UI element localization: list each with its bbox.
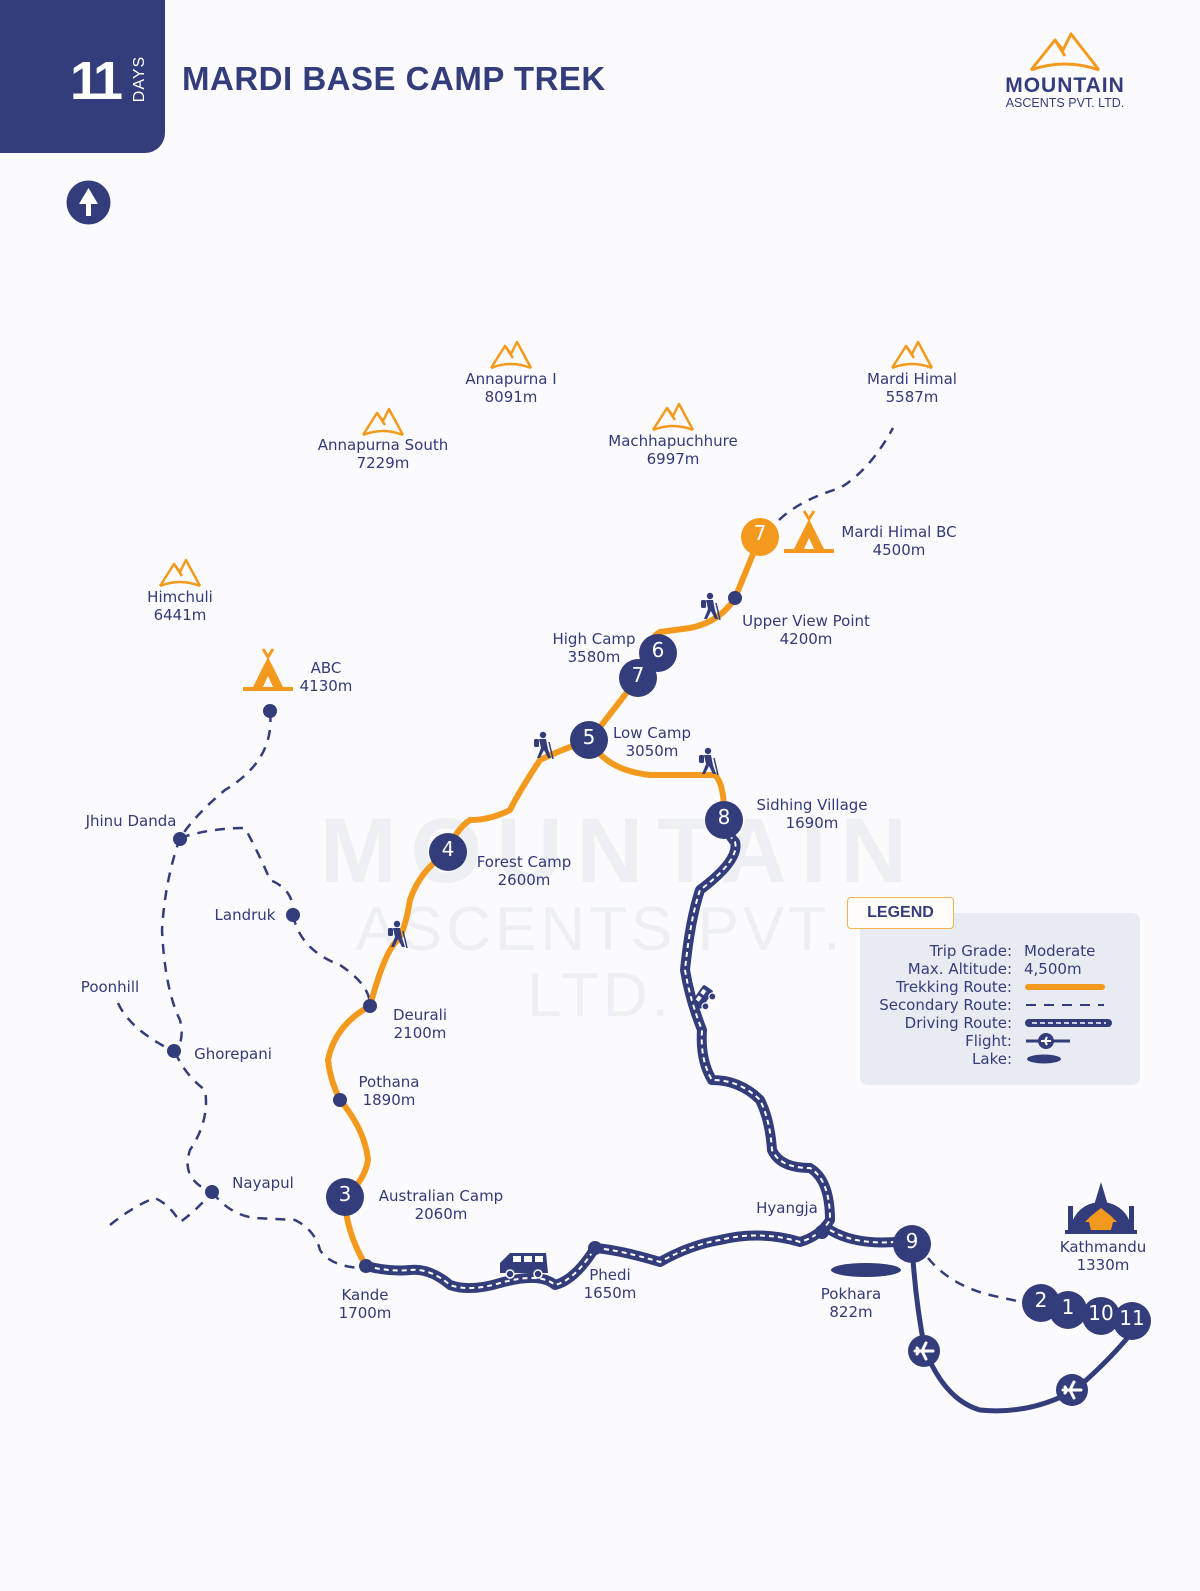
day-marker-label: 3 [338, 1182, 352, 1206]
airplane-icon [1054, 1372, 1090, 1408]
days-badge: 11 DAYS [0, 0, 165, 153]
north-arrow-icon [66, 180, 111, 225]
day-marker-label: 2 [1034, 1288, 1048, 1312]
lake-swatch-icon [1027, 1054, 1061, 1064]
page-title: MARDI BASE CAMP TREK [182, 60, 606, 97]
company-logo: MOUNTAIN ASCENTS PVT. LTD. [995, 30, 1135, 110]
day-marker-label: 8 [717, 805, 731, 829]
place-label-jhinu-danda: Jhinu Danda [85, 812, 177, 830]
place-label-hyangja: Hyangja [756, 1199, 818, 1217]
secondary-routes [109, 427, 1031, 1305]
airplane-icon [906, 1333, 942, 1369]
place-label-ghorepani: Ghorepani [194, 1045, 272, 1063]
temple-icon [1065, 1182, 1137, 1234]
legend-row-lake: Lake: [860, 1050, 1140, 1068]
lake-icon [831, 1263, 901, 1277]
legend-row-trip-grade: Trip Grade: Moderate [929, 942, 1096, 960]
mountain-peak-icon [890, 340, 934, 370]
day-marker-label: 7 [753, 521, 767, 545]
tent-icon [241, 647, 295, 693]
legend-panel [860, 913, 1140, 1085]
days-number: 11 [70, 51, 123, 111]
legend: Trip Grade: Moderate Max. Altitude: 4,50… [860, 942, 1140, 1068]
day-marker-label: 7 [631, 663, 645, 687]
flight-route [909, 1243, 1136, 1414]
mountain-peak-icon [651, 402, 695, 432]
van-icon [500, 1253, 548, 1279]
mountain-peak-icon [489, 340, 533, 370]
driving-route-swatch [1025, 1019, 1112, 1027]
secondary-route-swatch [1026, 1004, 1104, 1006]
day-marker-label: 5 [582, 725, 596, 749]
flight-swatch-icon [1026, 1033, 1070, 1049]
legend-row-max-altitude: Max. Altitude: 4,500m [907, 960, 1082, 978]
legend-row-secondary-route: Secondary Route: [860, 996, 1140, 1014]
mountain-peak-icon [158, 558, 202, 588]
day-markers [326, 518, 1151, 1340]
legend-title: LEGEND [847, 897, 954, 929]
logo-mountain-icon [1029, 32, 1101, 72]
day-marker-label: 4 [441, 837, 455, 861]
place-label-nayapul: Nayapul [232, 1174, 294, 1192]
place-label-poonhill: Poonhill [80, 978, 140, 996]
place-label-landruk: Landruk [214, 906, 276, 924]
logo-name: MOUNTAIN [1005, 74, 1125, 97]
jeep-icon [691, 985, 717, 1011]
trekking-route-swatch [1025, 984, 1105, 990]
mountain-peak-icon [361, 407, 405, 437]
legend-row-flight: Flight: [860, 1032, 1140, 1050]
legend-row-driving-route: Driving Route: [860, 1014, 1140, 1032]
route-nodes [167, 591, 829, 1273]
hiker-icon [698, 747, 719, 776]
logo-subtitle: ASCENTS PVT. LTD. [1005, 96, 1125, 110]
legend-row-trekking-route: Trekking Route: [860, 978, 1140, 996]
tent-icon [782, 509, 836, 555]
day-marker-label: 1 [1061, 1295, 1075, 1319]
day-marker-label: 10 [1088, 1301, 1114, 1325]
day-marker-label: 9 [905, 1229, 919, 1253]
day-marker-label: 6 [651, 638, 665, 662]
day-marker-label: 11 [1119, 1306, 1145, 1330]
